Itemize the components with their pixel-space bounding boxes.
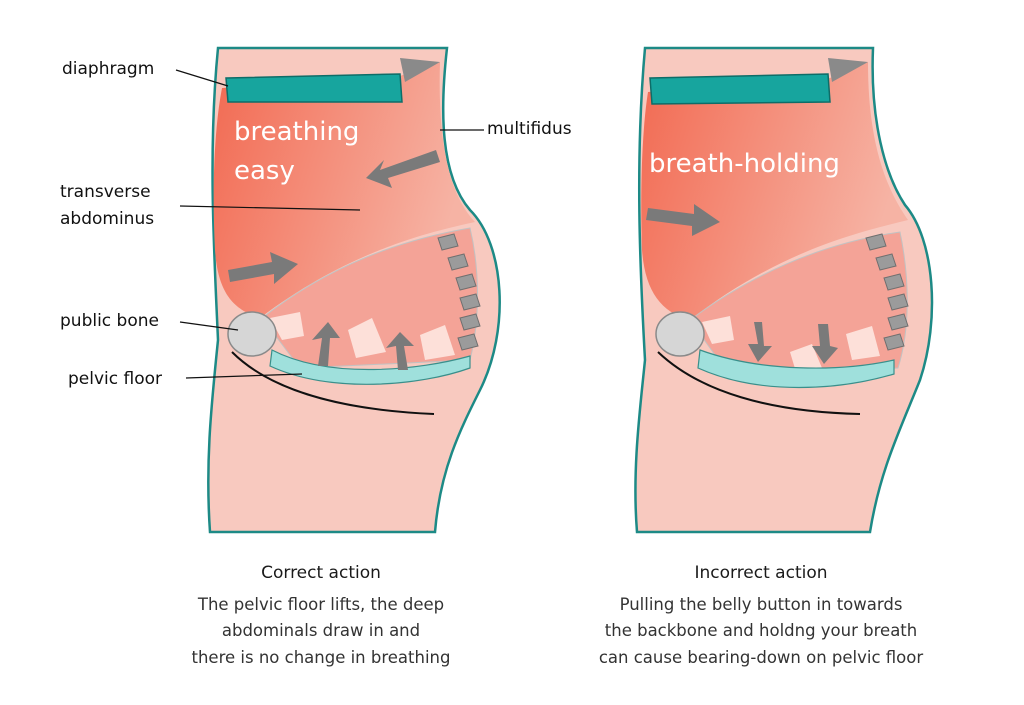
- left-lower-abdomen: [261, 227, 478, 369]
- right-pubic-bone: [655, 311, 705, 357]
- right-body-illustration: breath-holding: [634, 46, 934, 534]
- left-pubic-bone: [227, 311, 277, 357]
- left-inner-label-line1: breathing: [234, 117, 359, 147]
- right-arrow-down-2: [812, 324, 838, 364]
- right-caption-title: Incorrect action: [694, 563, 827, 583]
- right-inner-label: breath-holding: [649, 149, 840, 179]
- left-arrow-up-2: [386, 332, 414, 370]
- left-caption: Correct action The pelvic floor lifts, t…: [192, 563, 451, 667]
- label-pelvic-floor: pelvic floor: [68, 369, 162, 389]
- label-transverse-line2: abdominus: [60, 209, 154, 229]
- left-annotations: diaphragm multifidus transverse abdominu…: [60, 59, 572, 389]
- left-caption-line2: abdominals draw in and: [222, 621, 420, 640]
- left-body-illustration: breathing easy: [207, 46, 501, 534]
- label-multifidus: multifidus: [487, 119, 572, 139]
- left-diaphragm: [225, 73, 403, 103]
- right-caption-line1: Pulling the belly button in towards: [620, 595, 903, 614]
- right-caption-line2: the backbone and holdng your breath: [605, 621, 917, 640]
- left-arrow-inward: [366, 150, 440, 188]
- label-transverse-line1: transverse: [60, 182, 151, 202]
- left-caption-title: Correct action: [261, 563, 381, 583]
- label-diaphragm: diaphragm: [62, 59, 154, 79]
- left-arrow-up-1: [312, 322, 340, 366]
- right-pelvic-floor: [697, 349, 895, 389]
- left-caption-line3: there is no change in breathing: [192, 648, 451, 667]
- right-diaphragm: [649, 73, 831, 105]
- right-arrow-down-1: [748, 322, 772, 362]
- right-caption-line3: can cause bearing-down on pelvic floor: [599, 648, 924, 667]
- right-abdomen: [641, 62, 908, 320]
- left-arrow-lower: [228, 252, 298, 284]
- left-pelvic-floor: [269, 349, 471, 385]
- left-caption-line1: The pelvic floor lifts, the deep: [197, 595, 444, 614]
- right-arrow-outward: [646, 204, 720, 236]
- label-public-bone: public bone: [60, 311, 159, 331]
- left-abdomen: [213, 62, 476, 318]
- left-inner-label-line2: easy: [234, 156, 295, 186]
- right-caption: Incorrect action Pulling the belly butto…: [599, 563, 924, 667]
